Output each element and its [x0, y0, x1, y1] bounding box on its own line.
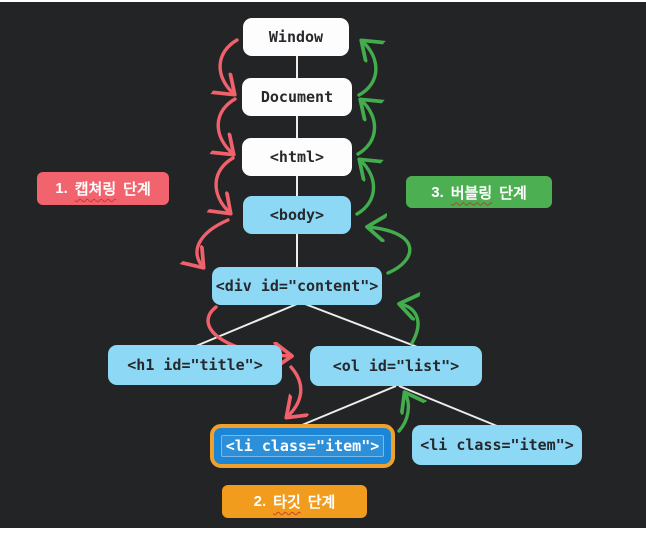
node-div-content: <div id="content">: [212, 267, 382, 305]
badge-number: 3.: [431, 183, 444, 201]
badge-suffix: 단계: [499, 184, 527, 202]
node-label: <html>: [269, 148, 325, 166]
node-li-sibling: <li class="item">: [412, 425, 582, 465]
target-phase-badge: 2. 타깃 단계: [222, 485, 367, 518]
node-ol-list: <ol id="list">: [310, 346, 482, 386]
node-li-target: <li class="item">: [210, 424, 395, 468]
node-document: Document: [242, 78, 352, 116]
bottom-white-strip: [0, 528, 646, 541]
node-label: Window: [268, 28, 324, 46]
node-label: <div id="content">: [215, 277, 379, 295]
node-label: <ol id="list">: [332, 357, 460, 375]
badge-number: 2.: [253, 493, 267, 510]
node-window: Window: [243, 18, 349, 56]
node-h1-title: <h1 id="title">: [108, 345, 282, 385]
badge-number: 1.: [55, 180, 68, 197]
bubbling-arrows: [355, 41, 418, 433]
node-body: <body>: [243, 196, 351, 234]
node-label: <h1 id="title">: [127, 356, 263, 374]
node-label: <li class="item">: [420, 436, 574, 454]
badge-suffix: 단계: [123, 181, 151, 198]
node-label: Document: [260, 88, 334, 106]
bubbling-phase-badge: 3. 버블링 단계: [406, 176, 552, 208]
node-label: <li class="item">: [220, 435, 385, 457]
badge-word: 캡쳐링: [74, 181, 117, 198]
badge-suffix: 단계: [307, 494, 336, 511]
node-html: <html>: [242, 138, 352, 176]
node-label: <body>: [269, 206, 325, 224]
capturing-phase-badge: 1. 캡쳐링 단계: [37, 172, 169, 205]
badge-word: 버블링: [450, 184, 493, 202]
badge-word: 타깃: [273, 494, 301, 511]
top-white-strip: [0, 0, 646, 2]
